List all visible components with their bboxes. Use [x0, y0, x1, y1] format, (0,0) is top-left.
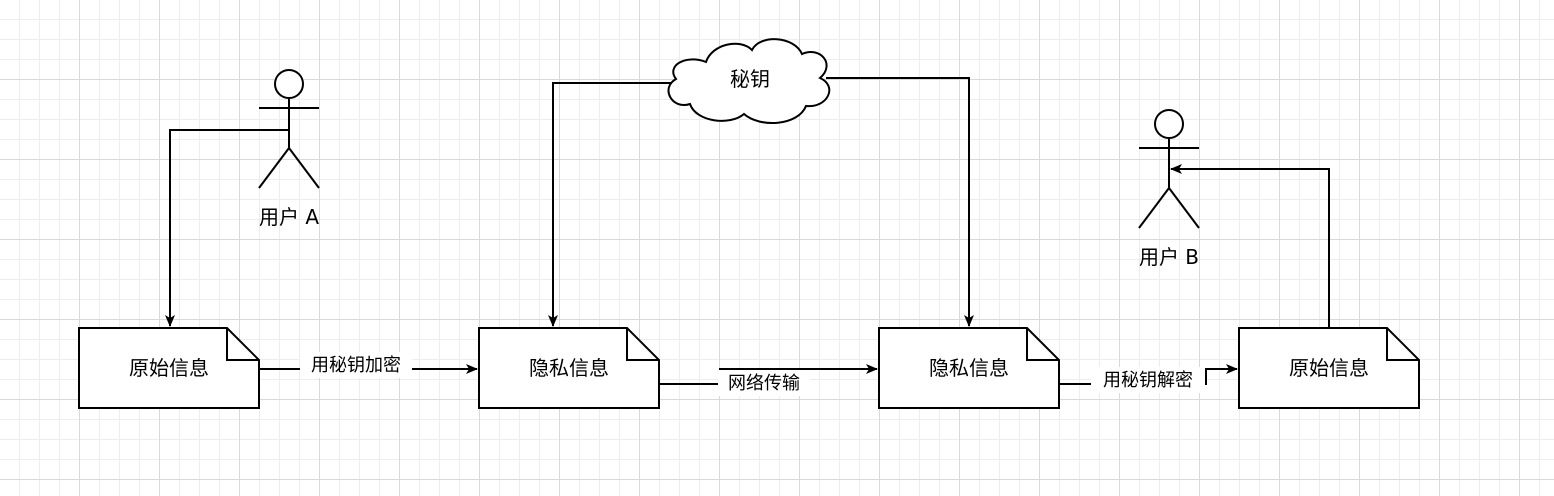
doc-private-right[interactable]: 隐私信息 — [878, 327, 1060, 409]
actor-label-user-b: 用户 B — [1139, 245, 1199, 269]
edge-user-a-to-original[interactable] — [165, 129, 289, 327]
doc-label-private-left: 隐私信息 — [529, 356, 609, 380]
actor-label-user-a: 用户 A — [259, 205, 319, 229]
actor-head-icon — [274, 69, 304, 99]
actor-head-icon — [1154, 109, 1184, 139]
doc-original-right[interactable]: 原始信息 — [1238, 327, 1420, 409]
doc-label-original-left: 原始信息 — [129, 356, 209, 380]
edge-labels: 用秘钥加密 网络传输 用秘钥解密 — [300, 352, 1205, 396]
edge-label-decrypt: 用秘钥解密 — [1103, 370, 1193, 391]
edge-original-to-user-b[interactable] — [1170, 164, 1330, 328]
actor-user-b[interactable] — [1138, 109, 1200, 229]
edge-key-to-private-right[interactable] — [826, 77, 974, 327]
doc-original-left[interactable]: 原始信息 — [78, 327, 260, 409]
actor-user-a[interactable] — [258, 69, 320, 189]
cloud-key[interactable]: 秘钥 — [667, 38, 831, 125]
edge-label-transmit: 网络传输 — [728, 373, 800, 394]
cloud-icon — [667, 38, 831, 125]
doc-label-private-right: 隐私信息 — [929, 356, 1009, 380]
cloud-label: 秘钥 — [730, 67, 770, 91]
edge-key-to-private-left[interactable] — [548, 82, 680, 327]
doc-private-left[interactable]: 隐私信息 — [478, 327, 660, 409]
edge-label-encrypt: 用秘钥加密 — [311, 355, 401, 376]
doc-label-original-right: 原始信息 — [1289, 356, 1369, 380]
